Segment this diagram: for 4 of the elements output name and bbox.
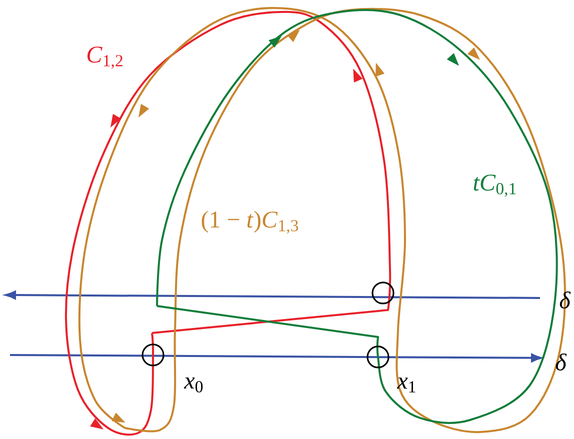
curve-label: C$_{1,2}$ bbox=[87, 46, 122, 69]
curve-label: tC$_{0,1}$ bbox=[474, 174, 516, 197]
curve-label: x$_{0}$ bbox=[184, 378, 203, 392]
curve-label: (1 − t)C$_{1,3}$ bbox=[202, 210, 298, 234]
